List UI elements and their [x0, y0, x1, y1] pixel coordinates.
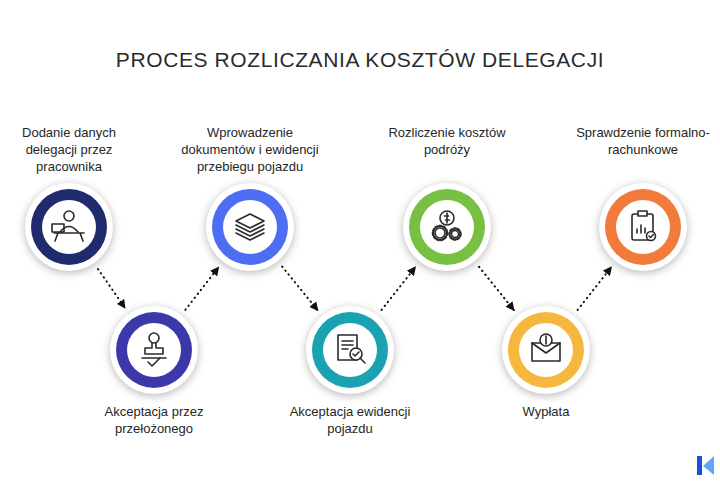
step-label-box: Akceptacja ewidencji pojazdu [275, 403, 425, 437]
dotted-arrow [185, 267, 218, 310]
step-label-box: Dodanie danych delegacji przez pracownik… [9, 124, 129, 175]
step-label-box: Sprawdzenie formalno-rachunkowe [572, 124, 714, 158]
circle-core [323, 323, 377, 377]
icon-part [60, 227, 78, 233]
icon-part [638, 211, 647, 216]
icon-part [236, 214, 264, 228]
circle-core [127, 323, 181, 377]
step-circle [108, 304, 200, 396]
circle-fill [605, 189, 681, 265]
icon-part [52, 224, 64, 232]
step-label-box: Akceptacja przez przełożonego [92, 403, 216, 437]
step-icon [236, 214, 264, 240]
icon-part [342, 341, 353, 349]
step-label-box: Rozliczenie kosztów podróży [376, 124, 518, 158]
dotted-arrow [382, 267, 416, 310]
dotted-arrow [98, 269, 125, 308]
process-step: Sprawdzenie formalno-rachunkowe [597, 181, 689, 273]
step-circle [204, 181, 296, 273]
step-label: Dodanie danych delegacji przez pracownik… [9, 124, 129, 175]
step-label: Wprowadzenie dokumentów i ewidencji prze… [169, 124, 331, 175]
circle-ring [306, 306, 394, 394]
circle-core [420, 200, 474, 254]
step-icon [338, 335, 365, 363]
icon-part [637, 225, 645, 233]
icon-part [353, 352, 359, 356]
circle-ring [403, 183, 491, 271]
logo-wedge [703, 456, 714, 475]
step-label-box: Wprowadzenie dokumentów i ewidencji prze… [169, 124, 331, 175]
icon-part [236, 225, 264, 240]
icon-part [435, 228, 445, 238]
step-icon [532, 334, 560, 361]
step-icon [433, 211, 461, 240]
circle-ring [206, 183, 294, 271]
dotted-arrow [282, 267, 318, 311]
circle-fill [31, 189, 107, 265]
icon-part [649, 235, 654, 238]
dotted-arrow [479, 267, 514, 311]
process-step: Akceptacja przez przełożonego [108, 304, 200, 396]
process-step: Akceptacja ewidencji pojazdu [304, 304, 396, 396]
icon-part [540, 334, 552, 346]
circle-ring [110, 306, 198, 394]
icon-part [145, 343, 163, 354]
icon-part [452, 231, 459, 238]
process-step: Rozliczenie kosztów podróży [401, 181, 493, 273]
step-label-box: Wypłata [486, 403, 606, 420]
icon-part [545, 336, 547, 344]
icon-part [148, 358, 160, 366]
dotted-arrow [578, 267, 612, 310]
icon-part [360, 358, 365, 363]
circle-fill [508, 312, 584, 388]
circle-fill [312, 312, 388, 388]
icon-part [450, 229, 461, 240]
step-circle [597, 181, 689, 273]
circle-ring [25, 183, 113, 271]
step-label: Wypłata [486, 403, 606, 420]
icon-part [632, 214, 653, 240]
icon-part [445, 213, 450, 223]
circle-core [519, 323, 573, 377]
icon-part [142, 357, 166, 359]
step-icon [142, 333, 166, 366]
diagram-title: PROCES ROZLICZANIA KOSZTÓW DELEGACJI [0, 48, 720, 72]
step-icon [52, 211, 84, 241]
circle-core [42, 200, 96, 254]
logo-bar [697, 456, 702, 475]
icon-part [149, 333, 159, 343]
step-circle [401, 181, 493, 273]
step-label: Akceptacja przez przełożonego [92, 403, 216, 437]
circle-fill [409, 189, 485, 265]
icon-part [647, 232, 656, 241]
icon-part [440, 211, 454, 225]
circle-core [616, 200, 670, 254]
icon-part [433, 226, 447, 240]
step-circle [500, 304, 592, 396]
icon-part [64, 211, 74, 221]
step-circle [304, 304, 396, 396]
brand-logo [697, 456, 714, 475]
circle-fill [212, 189, 288, 265]
circle-fill [116, 312, 192, 388]
step-label: Rozliczenie kosztów podróży [376, 124, 518, 158]
step-label: Sprawdzenie formalno-rachunkowe [572, 124, 714, 158]
icon-part [54, 233, 84, 241]
process-step: Dodanie danych delegacji przez pracownik… [23, 181, 115, 273]
circle-core [223, 200, 277, 254]
step-icon [632, 211, 656, 241]
step-label: Akceptacja ewidencji pojazdu [275, 403, 425, 437]
process-step: Wprowadzenie dokumentów i ewidencji prze… [204, 181, 296, 273]
step-circle [23, 181, 115, 273]
circle-ring [599, 183, 687, 271]
process-step: Wypłata [500, 304, 592, 396]
circle-ring [502, 306, 590, 394]
